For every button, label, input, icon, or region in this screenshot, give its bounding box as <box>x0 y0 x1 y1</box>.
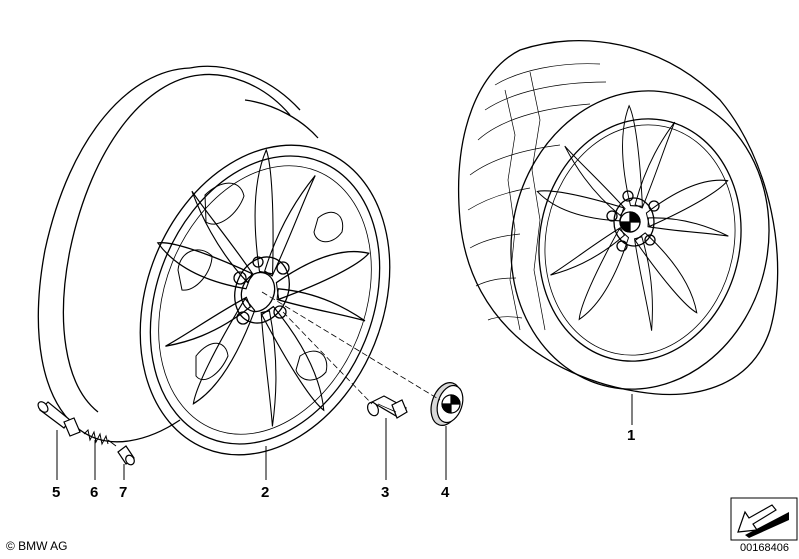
complete-wheel-illustration <box>458 39 779 395</box>
part-number-4: 4 <box>441 484 450 501</box>
part-number-7: 7 <box>119 484 128 501</box>
hub-cap-illustration <box>430 382 464 426</box>
part-number-5: 5 <box>52 484 61 501</box>
valve-illustration <box>37 401 81 437</box>
part-number-6: 6 <box>90 484 99 501</box>
assembly-lines <box>261 291 441 405</box>
part-number-1: 1 <box>627 427 636 444</box>
part-number-3: 3 <box>381 484 390 501</box>
valve-cap-illustration <box>117 445 135 466</box>
leader-lines <box>56 394 633 480</box>
part-number-2: 2 <box>261 484 270 501</box>
arrow-icon <box>730 497 798 541</box>
valve-core-illustration <box>83 428 117 447</box>
rim-illustration <box>37 65 391 456</box>
wheel-bolt-illustration <box>366 395 408 419</box>
copyright-text: © BMW AG <box>6 539 68 553</box>
image-id: 00168406 <box>740 542 789 554</box>
